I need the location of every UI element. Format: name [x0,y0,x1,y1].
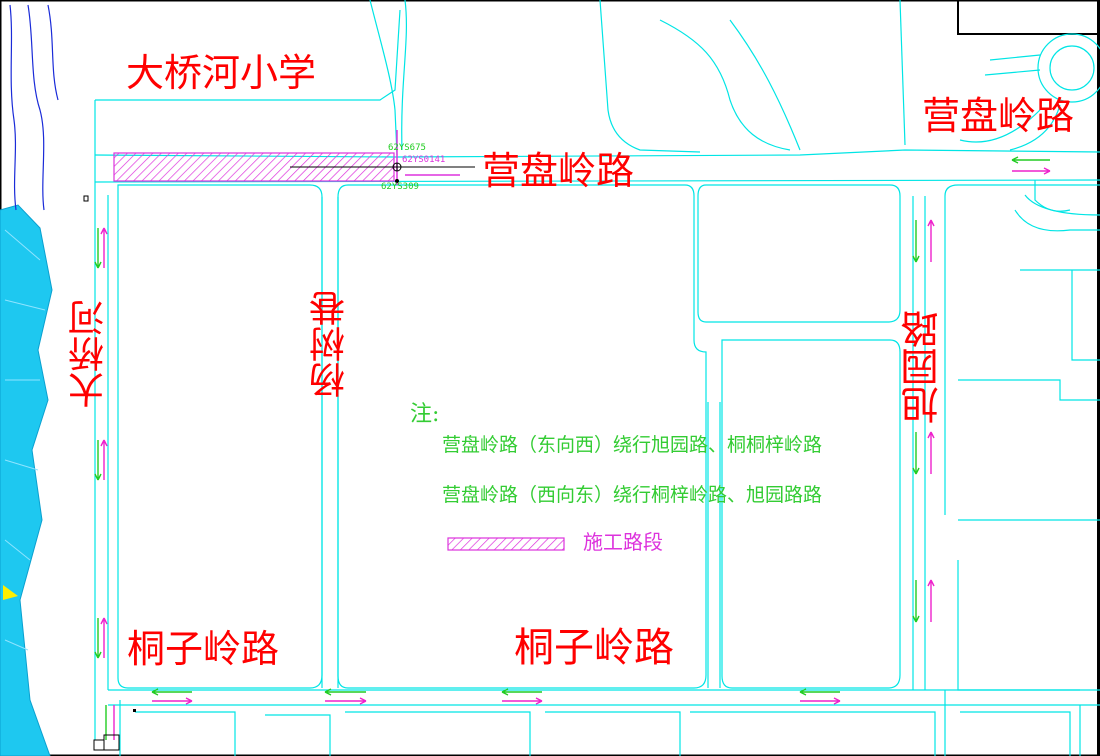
title-block-corner [957,0,1100,35]
block-outline [944,184,959,515]
stream-line [401,0,407,151]
arrow-pair [799,688,841,705]
block-outline [337,184,707,689]
small-marker [133,709,136,712]
label-daqiaohe: 大桥河 [69,300,110,408]
roundabout-outer [1037,33,1100,103]
manhole-label-bottom: 62YS309 [381,182,419,192]
road-edge [690,711,936,756]
legend-label: 施工路段 [583,530,663,554]
road-edge [960,711,1071,756]
river-texture [4,229,46,651]
arrow-pair [105,705,115,740]
road-edge [135,711,236,756]
traffic-arrows [94,156,1051,740]
arrow-pair [912,219,935,263]
block-outline [721,339,901,689]
arrow-pair [94,617,108,659]
river-water [0,204,53,756]
label-yingpanling-right: 营盘岭路 [922,94,1075,138]
path-line [599,0,701,153]
note-line-2: 营盘岭路（西向东）绕行桐梓岭路、旭园路路 [442,484,823,506]
arrow-pair [912,579,935,623]
legend-hatch-swatch [447,537,565,551]
small-marker [103,734,120,751]
stream-line [369,0,398,156]
road-network [94,0,1100,756]
curve-road [1024,194,1100,216]
label-yangshuxiang: 杨树巷 [310,290,351,398]
riverbank-line-2 [47,4,59,101]
note-line-1: 营盘岭路（东向西）绕行旭园路、桐桐梓岭路 [442,434,823,456]
school-boundary [95,9,401,101]
curve-road [1014,209,1100,232]
arrow-pair [324,688,367,705]
road-edge [545,711,681,756]
note-heading: 注: [410,402,440,427]
arrow-pair [94,439,108,481]
label-tongziling-left: 桐子岭路 [127,627,280,671]
block-outline [1020,269,1100,361]
riverbank-line [9,4,45,211]
label-xuyuan: 旭园路 [901,310,945,424]
building-outline [1034,180,1071,212]
block-outline [958,379,1100,401]
small-marker [93,739,105,751]
arrow-pair [912,431,935,475]
path-line [729,19,801,151]
label-tongziling-center: 桐子岭路 [514,625,674,671]
path-line [659,19,791,151]
block-outline [117,184,323,689]
label-school: 大桥河小学 [126,51,317,95]
arrow-pair [501,688,543,705]
manhole-label-top: 62YS675 [388,143,426,153]
river-marker [3,585,18,600]
arrow-pair [94,227,108,269]
manhole-dot [395,179,399,183]
arrow-pair [1011,156,1051,175]
label-yingpanling-center: 营盘岭路 [482,149,635,193]
roundabout [1049,45,1095,91]
road-edge [94,179,1100,183]
block-outline [957,560,1080,691]
small-marker [83,195,89,202]
roundabout-approach [959,54,1061,151]
arrow-pair [151,688,193,705]
path-line [899,0,906,146]
road-edge [345,711,531,756]
manhole-label-mid: 62YS0141 [402,155,446,165]
block-outline [697,184,901,323]
road-edge [265,714,331,756]
